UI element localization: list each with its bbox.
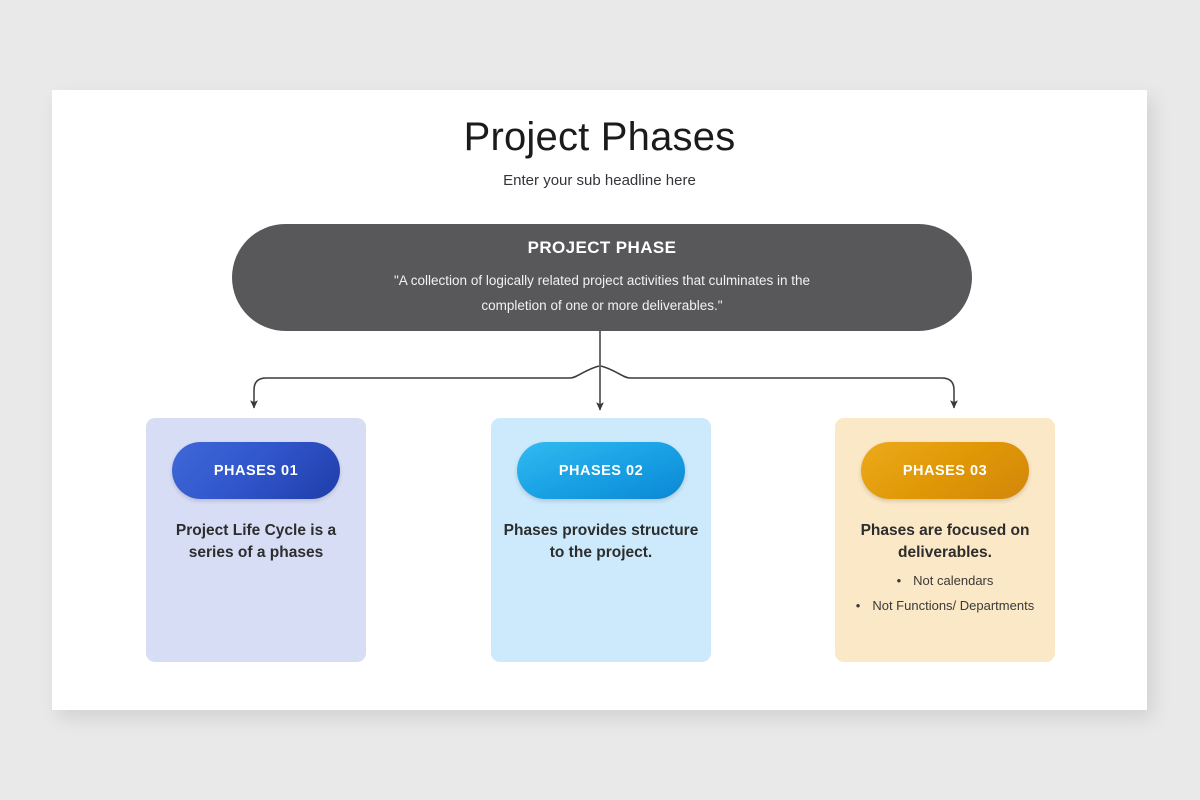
phase-pill-3[interactable]: PHASES 03: [861, 442, 1029, 499]
phase-pill-label-2: PHASES 02: [558, 462, 644, 479]
phase-card-heading-1: Project Life Cycle is a series of a phas…: [175, 522, 337, 561]
phase-pill-label-1: PHASES 01: [213, 462, 299, 479]
connector-branch-right: [600, 365, 958, 409]
banner-quote-line-2: completion of one or more deliverables.": [481, 297, 723, 313]
phase-card-body-1: Project Life Cycle is a series of a phas…: [156, 520, 356, 564]
phase-card-1[interactable]: PHASES 01 Project Life Cycle is a series…: [146, 418, 366, 662]
phase-card-3[interactable]: PHASES 03 Phases are focused on delivera…: [835, 418, 1055, 662]
phase-card-body-2: Phases provides structure to the project…: [501, 520, 701, 564]
page-title: Project Phases: [463, 115, 736, 159]
slide-canvas: Project Phases Enter your sub headline h…: [52, 90, 1147, 710]
phase-card-heading-3: Phases are focused on deliverables.: [860, 522, 1030, 561]
page-subtitle: Enter your sub headline here: [503, 172, 696, 189]
phase-pill-label-3: PHASES 03: [902, 462, 988, 479]
bullet-item: • Not Functions/ Departments: [845, 593, 1045, 618]
phase-pill-2[interactable]: PHASES 02: [517, 442, 685, 499]
bullet-label: Not calendars: [913, 573, 994, 588]
bullet-item: • Not calendars: [845, 568, 1045, 593]
phase-card-2[interactable]: PHASES 02 Phases provides structure to t…: [491, 418, 711, 662]
project-phase-banner[interactable]: PROJECT PHASE "A collection of logically…: [232, 224, 972, 331]
bullet-dot-icon: •: [896, 573, 902, 588]
bullet-dot-icon: •: [855, 598, 861, 613]
banner-title: PROJECT PHASE: [527, 237, 677, 257]
phase-card-bullets-3: • Not calendars • Not Functions/ Department…: [845, 568, 1045, 618]
phase-card-heading-2: Phases provides structure to the project…: [503, 522, 699, 561]
banner-quote-line-1: "A collection of logically related proje…: [393, 272, 810, 288]
phase-pill-1[interactable]: PHASES 01: [172, 442, 340, 499]
phase-card-body-3: Phases are focused on deliverables. • Not…: [845, 520, 1045, 618]
bullet-label: Not Functions/ Departments: [872, 598, 1035, 613]
connector-branch-left: [250, 365, 600, 409]
